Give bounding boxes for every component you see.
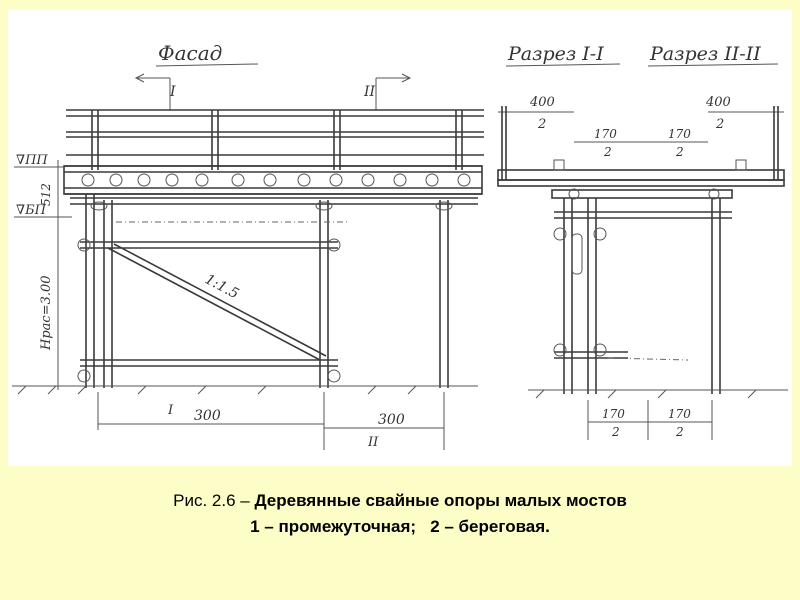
- sec-bottom-170-a: 170: [602, 407, 625, 421]
- facade-title: Фасад: [158, 41, 222, 65]
- technical-drawing: Фасад Разрез I-I Разрез II-II I II: [8, 10, 792, 466]
- sec-dim-2-a: 2: [537, 117, 546, 132]
- facade-title-underline: [155, 63, 259, 67]
- section-arrow-2-top: [375, 73, 412, 110]
- section-railing-posts: [501, 106, 779, 180]
- sec-bottom-2-b: 2: [675, 425, 684, 439]
- facade-handrail: [66, 109, 484, 170]
- dim-512-label: 512: [39, 183, 53, 206]
- sec-bottom-170-b: 170: [668, 407, 691, 421]
- sec-dim-2-b: 2: [715, 117, 724, 132]
- facade-piles: [85, 194, 453, 388]
- caption-title: Деревянные свайные опоры малых мостов: [254, 491, 627, 510]
- section-2-underline: [647, 63, 779, 67]
- slope-label: 1:1.5: [202, 271, 241, 302]
- level-pp: ∇ПП: [16, 153, 48, 168]
- figure-caption: Рис. 2.6 – Деревянные свайные опоры малы…: [0, 488, 800, 540]
- section-ground-hatch: [535, 389, 757, 399]
- sec-dim-170-a: 170: [594, 127, 617, 141]
- section-arrow-1-top: [134, 73, 171, 110]
- section-mark-1-top: I: [169, 84, 176, 100]
- level-bp: ∇БП: [16, 203, 47, 218]
- section-1-title: Разрез I-I: [507, 43, 604, 65]
- sec-dim-400-a: 400: [529, 95, 555, 110]
- facade-deck: [63, 165, 483, 195]
- sec-dim-2-c: 2: [603, 145, 612, 159]
- dim-300-a: 300: [194, 408, 221, 424]
- sec-bottom-2-a: 2: [611, 425, 620, 439]
- section-cap-beam: [551, 188, 733, 200]
- section-deck: [497, 159, 785, 187]
- facade-bracing: [77, 238, 341, 383]
- section-1-underline: [505, 63, 621, 67]
- section-mark-2-top: II: [363, 84, 376, 100]
- bridge-pile-supports-drawing: Фасад Разрез I-I Разрез II-II I II: [12, 41, 788, 450]
- sec-dim-2-d: 2: [675, 145, 684, 159]
- section-mark-1-bottom: I: [167, 403, 174, 418]
- section-2-title: Разрез II-II: [649, 43, 761, 65]
- section-bracing: [553, 211, 732, 361]
- section-mark-2-bottom: II: [367, 435, 379, 450]
- sec-dim-400-b: 400: [705, 95, 731, 110]
- caption-line-2: 1 – промежуточная; 2 – береговая.: [250, 517, 550, 536]
- facade-ground-hatch: [17, 385, 417, 395]
- dim-300-b: 300: [378, 412, 405, 428]
- caption-prefix: Рис. 2.6 –: [173, 491, 255, 510]
- facade-cap-beam: [70, 197, 478, 205]
- caption-line-1: Рис. 2.6 – Деревянные свайные опоры малы…: [0, 488, 800, 514]
- section-piles: [563, 198, 721, 394]
- sec-dim-170-b: 170: [668, 127, 691, 141]
- dim-height-label: Hрас=3.00: [39, 275, 54, 351]
